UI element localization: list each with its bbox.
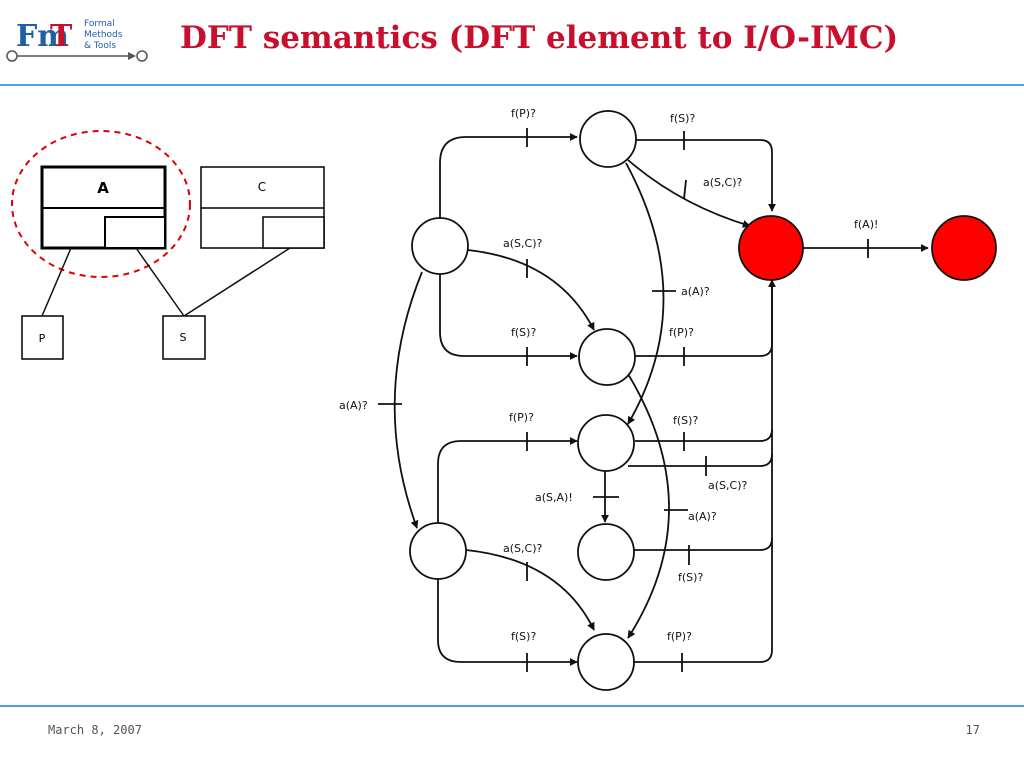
gate-a-label: A — [97, 179, 109, 197]
logo-start-circle — [6, 50, 18, 62]
gate-c: C — [200, 166, 325, 249]
gate-a: A — [40, 165, 167, 250]
label-top-fp: f(P)? — [511, 107, 536, 120]
label-bot-fp: f(P)? — [667, 630, 692, 643]
state-s3 — [409, 522, 467, 580]
state-s0 — [411, 217, 469, 275]
edge-s6-fail — [634, 640, 773, 663]
page-number: 17 — [965, 723, 980, 737]
basic-event-p-label: P — [39, 332, 46, 345]
logo-line-2: Methods — [84, 30, 123, 40]
edge-s0-s3 — [393, 271, 423, 529]
logo-line-3: & Tools — [84, 41, 116, 51]
label-mid-aa: a(A)? — [681, 285, 710, 298]
state-s4 — [577, 414, 635, 472]
edge-s1-s4 — [625, 162, 665, 425]
gate-c-label: C — [258, 180, 266, 194]
edge-s0-s1 — [439, 133, 578, 218]
label-top-asc: a(S,C)? — [703, 176, 742, 189]
label-row3-asa: a(S,A)! — [535, 491, 573, 504]
label-row3-fp: f(P)? — [509, 411, 534, 424]
state-s5 — [577, 523, 635, 581]
basic-event-p: P — [21, 315, 64, 360]
logo-end-circle — [136, 50, 148, 62]
basic-event-s: S — [162, 315, 206, 360]
edge-c-s — [183, 247, 291, 317]
label-row3-fs: f(S)? — [673, 414, 698, 427]
edge-s0-s2-fs — [439, 274, 578, 360]
logo-letters: Fm — [16, 19, 69, 54]
label-left-aa: a(A)? — [339, 399, 368, 412]
state-failed — [738, 215, 804, 281]
edge-s2-s6 — [627, 373, 670, 639]
logo-arrow-head — [128, 52, 136, 60]
state-s2 — [578, 328, 636, 386]
edge-s3-s4 — [437, 437, 578, 524]
formal-methods-tools-logo: Fm T Formal Methods & Tools — [6, 19, 148, 62]
edge-s3-s6 — [465, 549, 595, 631]
edge-s4-fail-asc — [628, 453, 773, 467]
logo-accent-letter: T — [50, 19, 73, 54]
edge-s3-s6-fs — [437, 576, 578, 666]
transition-ticks — [378, 128, 869, 672]
edge-s1-fail — [636, 139, 776, 212]
label-fa: f(A)! — [854, 218, 878, 231]
label-row2-fp: f(P)? — [669, 326, 694, 339]
edge-a-p — [41, 247, 72, 317]
label-row3-asc: a(S,C)? — [708, 479, 747, 492]
label-bot-fs: f(S)? — [511, 630, 536, 643]
slide-title: DFT semantics (DFT element to I/O-IMC) — [180, 20, 899, 56]
highlight-ellipse — [11, 130, 191, 278]
label-row4-fs: f(S)? — [678, 571, 703, 584]
label-row3-aa: a(A)? — [688, 510, 717, 523]
edge-s0-s2 — [467, 249, 595, 331]
edge-a-s — [135, 247, 185, 317]
footer-date: March 8, 2007 — [48, 723, 142, 737]
edge-s5-fail — [634, 537, 773, 551]
state-s1 — [579, 110, 637, 168]
label-mid-asc: a(S,C)? — [503, 237, 542, 250]
logo-line-1: Formal — [84, 19, 115, 29]
footer-divider — [0, 705, 1024, 707]
state-s6 — [577, 633, 635, 691]
state-failed-fired — [931, 215, 997, 281]
label-top-fs: f(S)? — [670, 112, 695, 125]
label-row2-fs: f(S)? — [511, 326, 536, 339]
edge-s4-fail-fs — [635, 428, 773, 442]
basic-event-s-label: S — [180, 331, 187, 344]
label-bot-asc: a(S,C)? — [503, 542, 542, 555]
edge-s1-fail-asc — [627, 159, 751, 228]
header-divider — [0, 84, 1024, 86]
